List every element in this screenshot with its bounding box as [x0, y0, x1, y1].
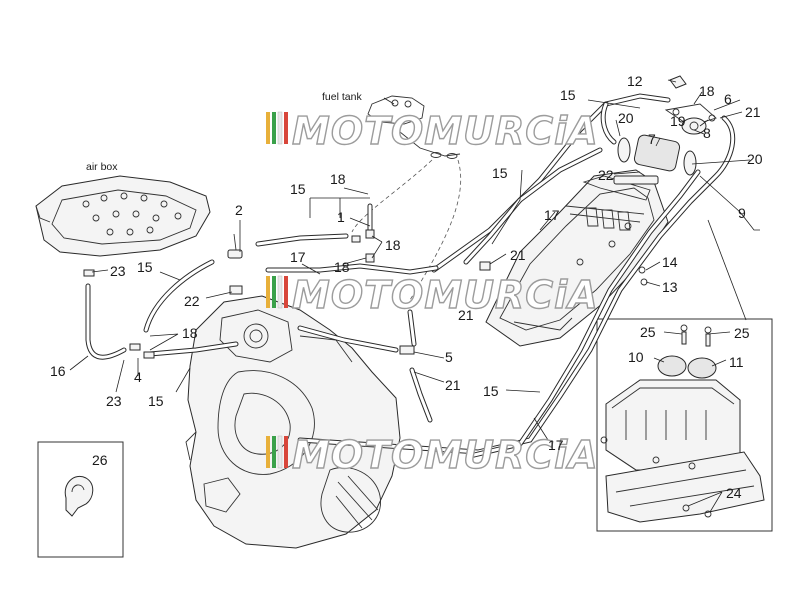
leader-lines	[69, 79, 760, 513]
battery-detail-inset	[596, 318, 773, 532]
watermark-text: MOTOMURCiA	[292, 433, 599, 477]
callout-21b: 21	[510, 247, 526, 263]
callout-11: 11	[729, 354, 744, 370]
air-box-drawing	[35, 175, 211, 257]
callout-5: 5	[445, 349, 453, 365]
watermark-stripe-yellow	[266, 112, 270, 144]
battery-tray-drawing	[485, 169, 669, 347]
callout-22b: 22	[184, 293, 200, 309]
watermark-stripe-white	[277, 111, 283, 145]
watermark-stripe-white	[277, 275, 283, 309]
callout-10: 10	[628, 349, 644, 365]
watermark-middle: MOTOMURCiA	[266, 272, 599, 318]
callout-15e: 15	[148, 393, 164, 409]
callout-18e: 18	[182, 325, 198, 341]
watermark-stripe-green	[272, 276, 276, 308]
callout-7: 7	[648, 131, 656, 147]
callout-13: 13	[662, 279, 678, 295]
callout-9: 9	[738, 205, 746, 221]
callout-21c: 21	[458, 307, 474, 323]
callout-23b: 23	[106, 393, 122, 409]
fuel-hoses	[85, 93, 736, 459]
watermark-stripe-red	[284, 436, 288, 468]
callout-25b: 25	[734, 325, 750, 341]
fuel-tank-drawing	[351, 95, 462, 301]
callout-6: 6	[724, 91, 732, 107]
callout-labels: 12 15 18 6 21 20 19 8 7 20 22 15 17 9 21…	[50, 73, 763, 501]
engine-drawing	[185, 295, 401, 549]
callout-17b: 17	[290, 249, 306, 265]
callout-1: 1	[337, 209, 345, 225]
caption-fuel-tank: fuel tank	[322, 91, 362, 103]
callout-19: 19	[670, 113, 686, 129]
callout-15f: 15	[483, 383, 499, 399]
callout-8: 8	[703, 125, 711, 141]
callout-15: 15	[560, 87, 576, 103]
callout-24: 24	[726, 485, 742, 501]
callout-22: 22	[598, 167, 614, 183]
callout-16: 16	[50, 363, 66, 379]
watermark-stripe-red	[284, 276, 288, 308]
inset-number-26: 26	[92, 452, 108, 468]
callout-21d: 21	[445, 377, 461, 393]
small-fittings	[83, 229, 648, 359]
callout-17: 17	[544, 207, 560, 223]
watermark-text: MOTOMURCiA	[292, 109, 599, 153]
callout-18c: 18	[385, 237, 401, 253]
callout-14: 14	[662, 254, 678, 270]
watermark-bottom: MOTOMURCiA	[266, 432, 599, 478]
callout-15d: 15	[137, 259, 153, 275]
watermark-stripe-yellow	[266, 276, 270, 308]
watermark-top: MOTOMURCiA	[266, 108, 599, 154]
callout-17c: 17	[548, 437, 564, 453]
callout-4: 4	[134, 369, 142, 385]
watermark-stripe-yellow	[266, 436, 270, 468]
callout-23: 23	[110, 263, 126, 279]
watermark-text: MOTOMURCiA	[292, 273, 599, 317]
watermark-stripe-green	[272, 436, 276, 468]
watermark-stripe-white	[277, 435, 283, 469]
clip-inset-box	[37, 441, 124, 558]
callout-21: 21	[745, 104, 761, 120]
callout-25: 25	[640, 324, 656, 340]
callout-12: 12	[627, 73, 643, 89]
callout-18d: 18	[334, 259, 350, 275]
callout-18b: 18	[330, 171, 346, 187]
callout-20b: 20	[747, 151, 763, 167]
callout-20: 20	[618, 110, 634, 126]
callout-18: 18	[699, 83, 715, 99]
watermark-stripe-red	[284, 112, 288, 144]
watermark-stripe-green	[272, 112, 276, 144]
callout-15c: 15	[290, 181, 306, 197]
callout-2: 2	[235, 202, 243, 218]
callout-15b: 15	[492, 165, 508, 181]
caption-air-box: air box	[86, 161, 118, 173]
